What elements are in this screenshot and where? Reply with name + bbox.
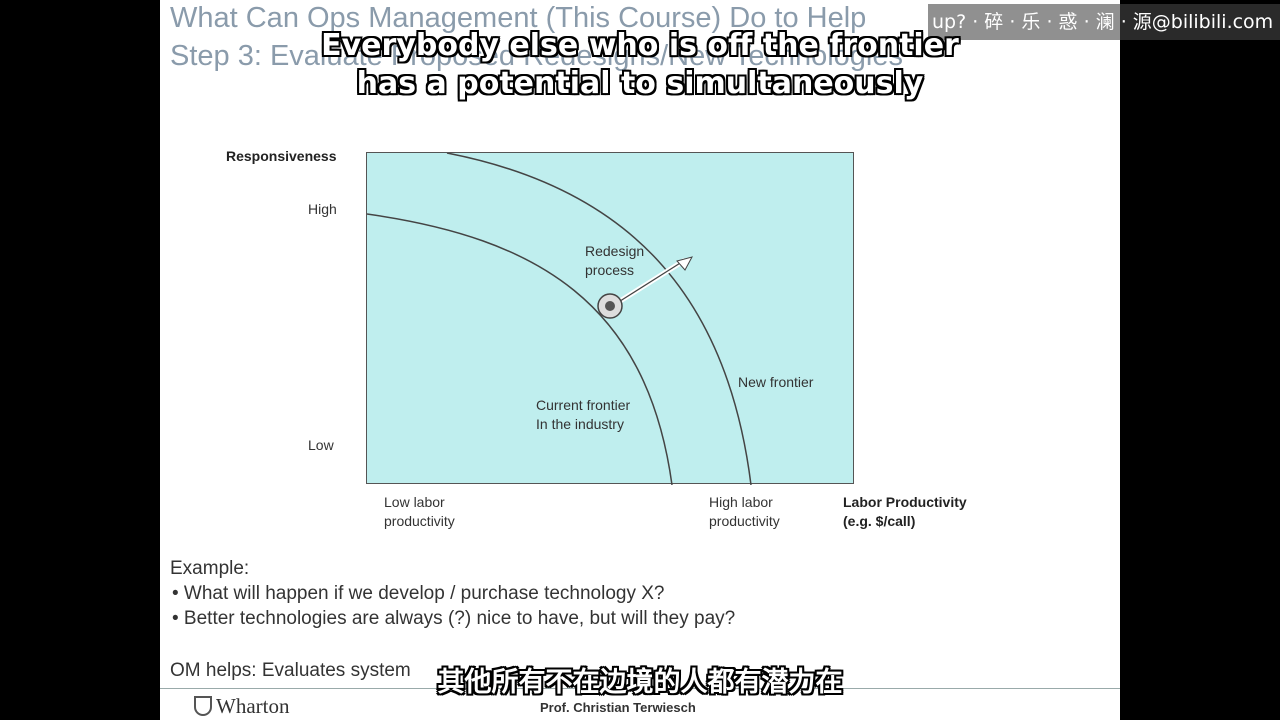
x-high-label-line1: High labor	[709, 494, 773, 510]
y-high-label: High	[308, 201, 337, 217]
example-bullet-2: • Better technologies are always (?) nic…	[172, 608, 736, 629]
x-high-label-line2: productivity	[709, 513, 780, 529]
slide-title-line1: What Can Ops Management (This Course) Do…	[170, 2, 867, 34]
x-axis-title-line2: (e.g. $/call)	[843, 513, 916, 529]
current-frontier-curve	[367, 213, 673, 485]
new-frontier-curve	[446, 153, 752, 485]
x-axis-title-line1: Labor Productivity	[843, 494, 967, 510]
frontier-curves	[367, 153, 752, 485]
example-bullet-1: • What will happen if we develop / purch…	[172, 583, 665, 604]
current-frontier-label-line2: In the industry	[536, 416, 624, 432]
example-heading: Example:	[170, 558, 250, 579]
plot-area: Redesign process New frontier Current fr…	[366, 152, 854, 485]
subtitle-english-line1: Everybody else who is off the frontier	[321, 28, 959, 63]
footer-author: Prof. Christian Terwiesch	[540, 700, 696, 715]
y-axis-title: Responsiveness	[226, 148, 337, 164]
x-low-label-line2: productivity	[384, 513, 455, 529]
wharton-logo-text: Wharton	[216, 694, 290, 718]
redesign-label-line1: Redesign	[585, 243, 645, 259]
om-helps-text: OM helps: Evaluates system	[170, 660, 411, 681]
x-low-label-line1: Low labor	[384, 494, 445, 510]
redesign-arrow-head	[676, 256, 693, 271]
redesign-label-line2: process	[585, 262, 635, 278]
bilibili-watermark: up? · 碎 · 乐 · 惑 · 澜 · 源@bilibili.com	[928, 4, 1280, 40]
new-frontier-label: New frontier	[738, 374, 814, 390]
current-frontier-label-line1: Current frontier	[536, 397, 631, 413]
wharton-logo: Wharton	[194, 694, 289, 719]
subtitle-english-line2: has a potential to simultaneously	[356, 66, 924, 101]
footer-divider	[160, 688, 1120, 689]
redesign-arrow-outline	[616, 259, 686, 304]
current-position-dot	[605, 301, 615, 311]
shield-icon	[194, 696, 212, 716]
slide-title-line2: Step 3: Evaluate Proposed Redesigns/New …	[170, 40, 903, 72]
subtitle-chinese: 其他所有不在边境的人都有潜力在	[437, 667, 843, 698]
y-low-label: Low	[308, 437, 334, 453]
